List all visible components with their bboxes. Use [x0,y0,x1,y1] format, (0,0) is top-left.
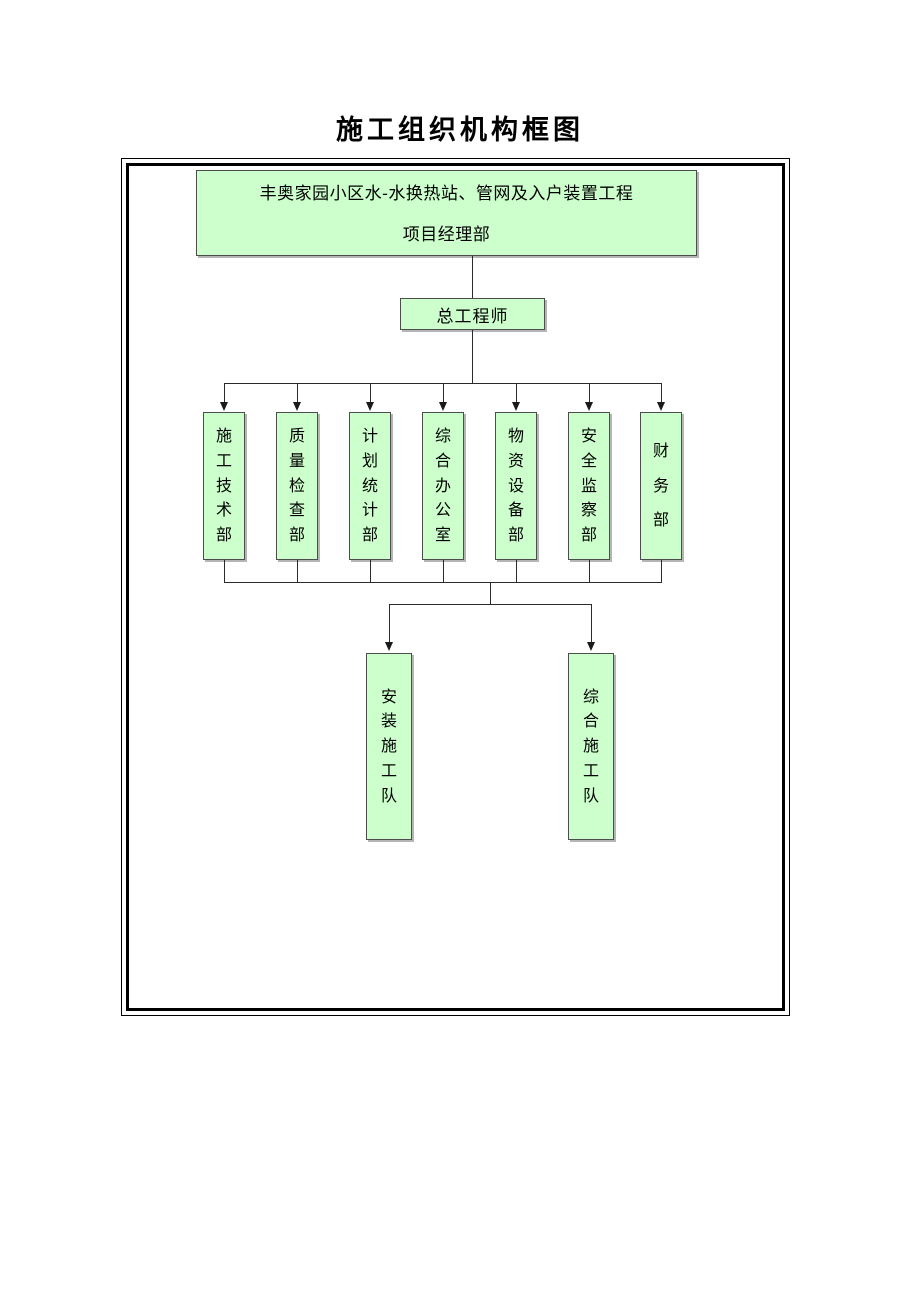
node-team-1-char-2: 装 [380,711,397,731]
node-department-2-char-3: 检 [288,475,305,495]
node-chief-engineer-label: 总工程师 [436,306,509,327]
node-department-1-char-4: 术 [215,500,232,520]
connector-drop-team-2 [591,604,592,644]
node-department-5[interactable]: 物 资 设 备 部 [495,412,537,560]
connector-collector-to-team-split [490,582,491,604]
arrowhead-dept-1 [220,402,228,411]
connector-drop-dept-6 [589,383,590,404]
node-team-1-char-1: 安 [380,686,397,706]
node-department-3-char-3: 统 [361,475,378,495]
node-team-1-char-3: 施 [380,736,397,756]
node-team-1-char-4: 工 [380,760,397,780]
node-department-5-char-5: 部 [507,525,524,545]
connector-drop-dept-4 [443,383,444,404]
node-department-3-char-1: 计 [361,426,378,445]
node-department-2-char-1: 质 [288,426,305,445]
node-department-7[interactable]: 财 务 部 [640,412,682,560]
node-department-5-char-2: 资 [507,450,524,470]
connector-up-dept-3 [370,560,371,582]
node-team-1-char-5: 队 [380,785,397,805]
connector-root-to-chief [472,256,473,298]
page-title: 施工组织机构框图 [336,115,584,146]
connector-up-dept-2 [297,560,298,582]
connector-drop-team-1 [389,604,390,644]
node-department-4-char-1: 综 [434,426,451,445]
connector-up-dept-5 [516,560,517,582]
node-department-4-char-3: 办 [434,475,451,495]
node-team-2-char-2: 合 [582,711,599,731]
node-department-1[interactable]: 施 工 技 术 部 [203,412,245,560]
node-department-1-char-3: 技 [215,475,232,495]
arrowhead-dept-4 [439,402,447,411]
node-department-6-char-1: 安 [580,426,597,445]
node-department-1-char-2: 工 [215,450,232,470]
node-department-4-char-4: 公 [434,500,451,520]
node-department-2-char-4: 查 [288,500,305,520]
chart-frame-inner-border [126,163,785,1011]
node-department-3-char-2: 划 [361,450,378,470]
node-department-3-char-4: 计 [361,500,378,520]
node-department-2-char-2: 量 [288,450,305,470]
arrowhead-team-1 [385,642,393,651]
connector-up-dept-1 [224,560,225,582]
node-department-5-char-1: 物 [507,426,524,445]
node-department-4-char-5: 室 [434,525,451,545]
connector-up-dept-7 [661,560,662,582]
node-root-line2: 项目经理部 [402,225,491,245]
arrowhead-dept-3 [366,402,374,411]
node-department-6-char-3: 监 [580,475,597,495]
node-department-7-char-2: 务 [652,475,669,495]
node-department-2-char-5: 部 [288,525,305,545]
node-team-2-char-3: 施 [582,736,599,756]
arrowhead-dept-5 [512,402,520,411]
node-department-6-char-5: 部 [580,525,597,545]
node-project-manager-dept[interactable]: 丰奥家园小区水-水换热站、管网及入户装置工程 项目经理部 [196,170,697,256]
connector-up-dept-6 [589,560,590,582]
node-root-line1: 丰奥家园小区水-水换热站、管网及入户装置工程 [259,183,634,204]
node-department-7-char-3: 部 [652,510,669,530]
arrowhead-dept-7 [657,402,665,411]
node-department-5-char-3: 设 [507,475,524,495]
node-team-2-char-5: 队 [582,785,599,805]
connector-department-bus [224,383,661,384]
node-chief-engineer[interactable]: 总工程师 [400,298,545,330]
node-department-4-char-2: 合 [434,450,451,470]
connector-team-collector-bus [224,582,662,583]
node-team-2-char-1: 综 [582,686,599,706]
node-department-5-char-4: 备 [507,500,524,520]
node-department-2[interactable]: 质 量 检 查 部 [276,412,318,560]
node-department-3-char-5: 部 [361,525,378,545]
connector-chief-to-bus [472,330,473,383]
node-department-6-char-2: 全 [580,450,597,470]
connector-up-dept-4 [443,560,444,582]
node-department-6-char-4: 察 [580,500,597,520]
node-department-1-char-5: 部 [215,525,232,545]
node-team-2-char-4: 工 [582,760,599,780]
node-department-6[interactable]: 安 全 监 察 部 [568,412,610,560]
node-department-1-char-1: 施 [215,426,232,445]
node-department-4[interactable]: 综 合 办 公 室 [422,412,464,560]
connector-drop-dept-7 [661,383,662,404]
connector-drop-dept-3 [370,383,371,404]
connector-drop-dept-1 [224,383,225,404]
arrowhead-team-2 [587,642,595,651]
connector-drop-dept-5 [516,383,517,404]
arrowhead-dept-6 [585,402,593,411]
node-department-7-char-1: 财 [652,440,669,460]
connector-team-split-bus [389,604,592,605]
node-department-3[interactable]: 计 划 统 计 部 [349,412,391,560]
connector-drop-dept-2 [297,383,298,404]
arrowhead-dept-2 [293,402,301,411]
node-team-1[interactable]: 安 装 施 工 队 [366,653,412,840]
node-team-2[interactable]: 综 合 施 工 队 [568,653,614,840]
